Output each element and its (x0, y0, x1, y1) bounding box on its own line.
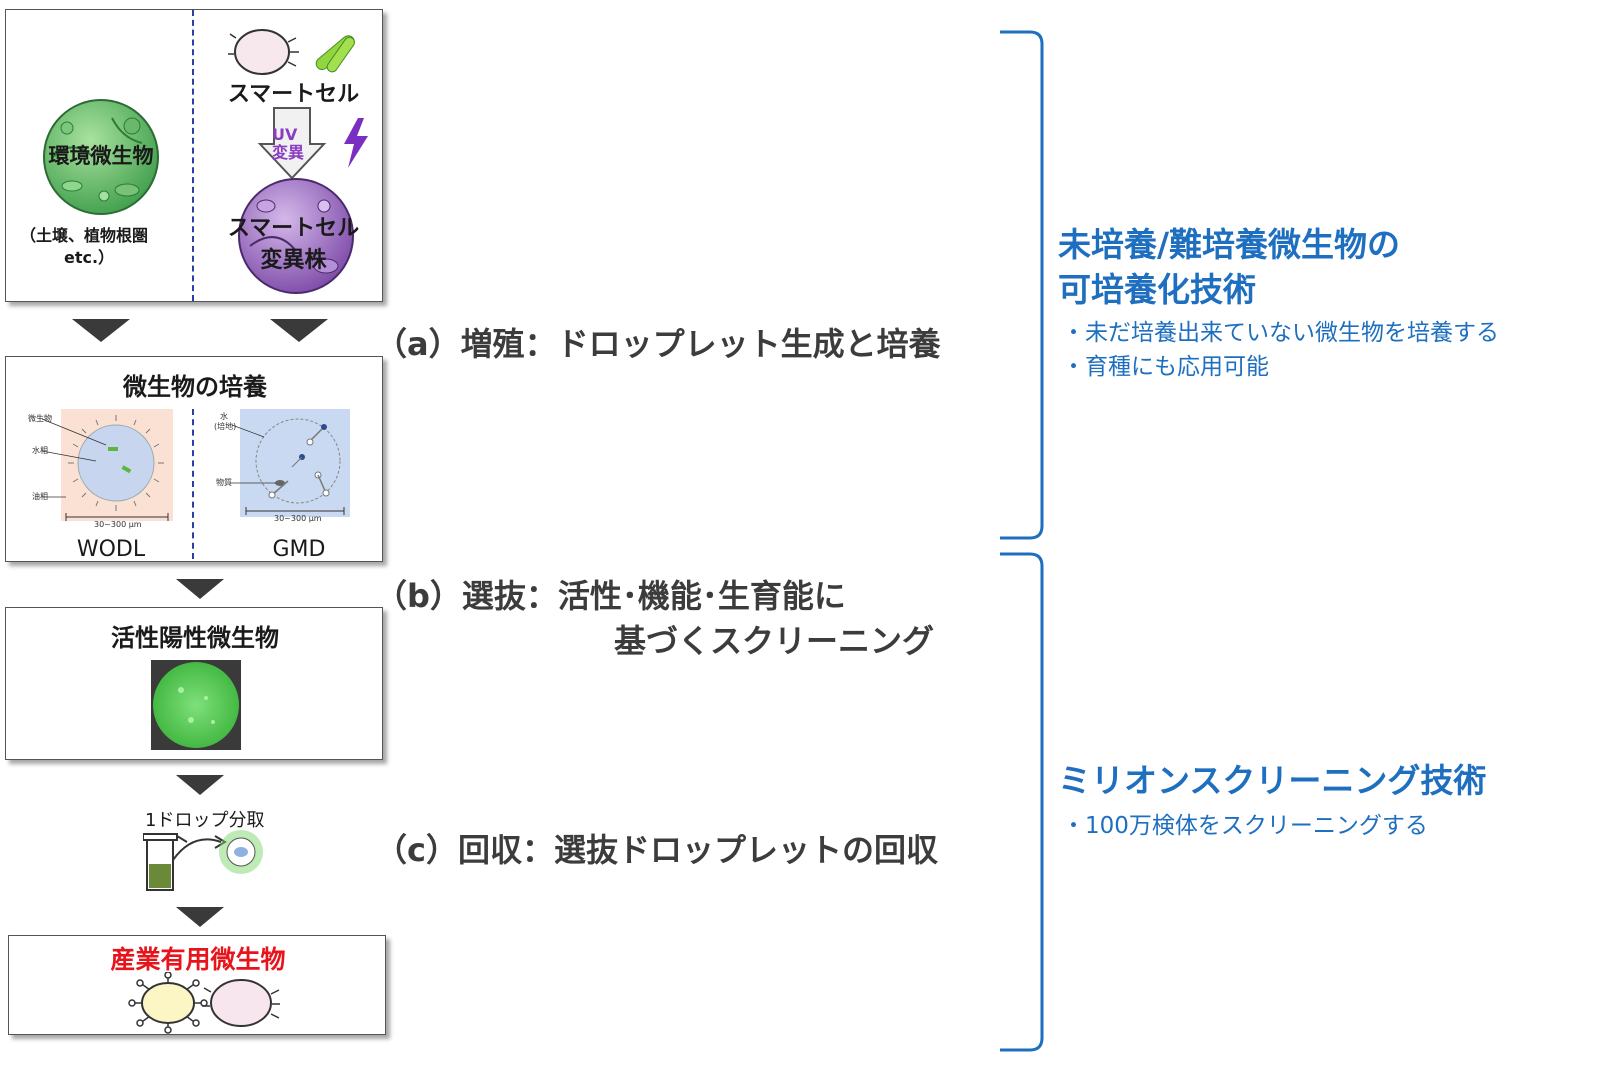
tech1-title-line2: 可培養化技術 (1058, 270, 1256, 309)
smart-cell-mutant-sphere-icon (238, 178, 354, 294)
wodl-caption: WODL (76, 537, 146, 562)
tech2-title: ミリオンスクリーニング技術 (1058, 761, 1487, 800)
useful-yeast-icon (202, 979, 280, 1027)
flow-arrow-3 (176, 775, 224, 795)
useful-microbes-panel: 産業有用微生物 (8, 935, 386, 1035)
smart-cell-yeast-icon (228, 29, 299, 75)
gmd-water-label-2: (培地) (214, 422, 237, 431)
flow-arrow-2 (176, 579, 224, 599)
gmd-diagram (230, 409, 350, 517)
lightning-icon (344, 118, 368, 168)
dispense-tube-icon (143, 830, 263, 891)
tech1-bullet-2: ・育種にも応用可能 (1062, 354, 1269, 380)
uv-mutation-label: UV変異 (272, 125, 305, 162)
smart-cell-mutant-label-1: スマートセル (227, 216, 360, 241)
gmd-substance-label: 物質 (216, 478, 232, 487)
wodl-oil-label: 油相 (32, 492, 48, 501)
uv-mutation-arrow-icon (257, 107, 327, 180)
flow-arrow-right-1 (270, 319, 328, 342)
source-microbes-panel: 環境微生物 （土壌、植物根圏 etc.） スマートセル UV変異 スマートセル … (5, 9, 383, 302)
step-b-label-2: 基づくスクリーニング (614, 622, 935, 660)
active-droplet-image (151, 660, 241, 750)
culture-panel: 微生物の培養 微生物 水相 油相 30~300 μm WODL (5, 356, 383, 562)
useful-bacteria-icon (128, 972, 208, 1034)
tech1-title-line1: 未培養/難培養微生物の (1058, 225, 1401, 264)
brace-bottom-icon (1000, 552, 1044, 1052)
environmental-microbes-sphere-icon (43, 99, 159, 215)
culture-title: 微生物の培養 (123, 373, 267, 401)
wodl-diagram (41, 409, 173, 521)
smart-cell-label: スマートセル (227, 82, 360, 107)
smart-cell-mutant-label-2: 変異株 (260, 248, 327, 273)
environmental-microbes-sub2: etc.） (64, 248, 115, 267)
smart-cell-bacteria-icon (315, 35, 355, 73)
wodl-water-label: 水相 (32, 446, 48, 455)
useful-microbes-title: 産業有用微生物 (110, 945, 286, 974)
flow-arrow-left-1 (72, 319, 130, 342)
active-positive-panel: 活性陽性微生物 (5, 607, 383, 760)
brace-top-icon (1000, 30, 1044, 540)
wodl-microbe-label: 微生物 (28, 414, 52, 423)
active-positive-title: 活性陽性微生物 (111, 624, 279, 652)
step-a-label: （a）増殖：ドロップレット生成と培養 (375, 325, 941, 363)
dispense-label: 1ドロップ分取 (145, 810, 265, 831)
step-c-label: （c）回収：選抜ドロップレットの回収 (375, 831, 938, 869)
culture-divider (192, 409, 194, 559)
panel-divider (192, 10, 194, 301)
tech2-bullet-1: ・100万検体をスクリーニングする (1062, 813, 1428, 839)
gmd-scale-label: 30~300 μm (274, 514, 322, 523)
step-b-label-1: （b）選抜：活性･機能･生育能に (375, 577, 846, 615)
environmental-microbes-sub1: （土壌、植物根圏 (20, 226, 149, 245)
gmd-water-label-1: 水 (220, 412, 228, 421)
tech1-bullet-1: ・未だ培養出来ていない微生物を培養する (1062, 320, 1499, 346)
wodl-scale-label: 30~300 μm (94, 520, 142, 529)
flow-arrow-4 (176, 907, 224, 927)
gmd-caption: GMD (272, 537, 326, 562)
environmental-microbes-label: 環境微生物 (48, 144, 154, 168)
